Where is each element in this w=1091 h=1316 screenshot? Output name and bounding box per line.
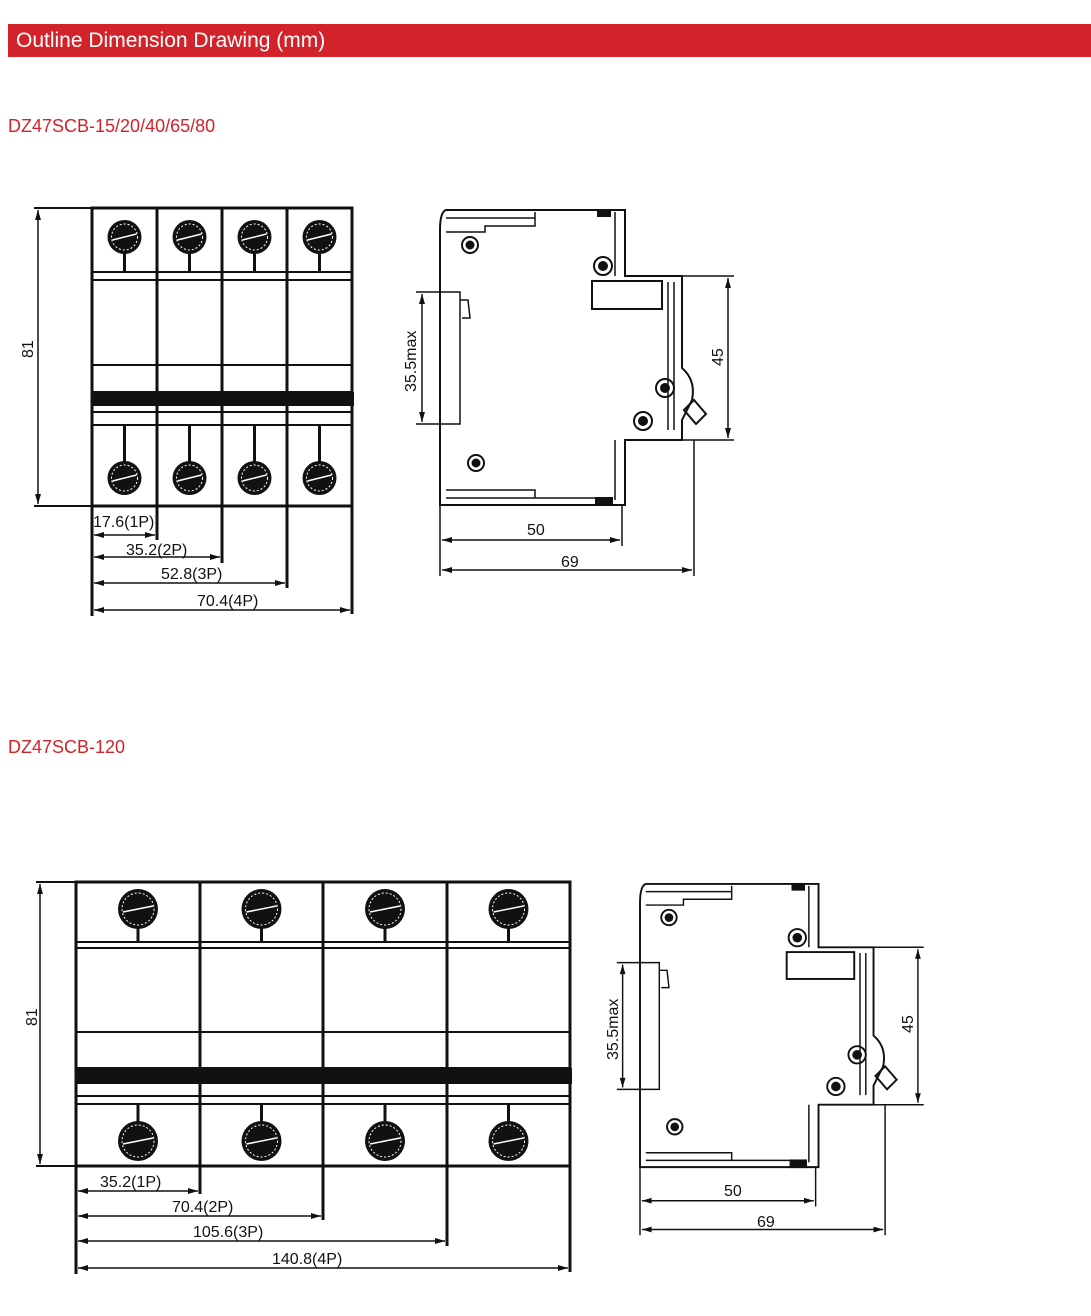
terminal-screw-icon [111, 464, 138, 492]
side-depth-total-label-1: 69 [561, 554, 579, 571]
front-width-4p-1: 70.4(4P) [197, 593, 258, 610]
front-view-1 [34, 206, 354, 616]
front-width-2p-1: 35.2(2P) [126, 542, 187, 559]
terminal-slot [369, 1137, 401, 1145]
terminal-screw-icon [306, 464, 333, 492]
front-width-3p-2: 105.6(3P) [193, 1224, 263, 1241]
terminal-screw-icon [492, 892, 525, 926]
front-width-2p-2: 70.4(2P) [172, 1199, 233, 1216]
terminal-screw-icon [368, 1124, 402, 1158]
terminal-slot [112, 233, 137, 241]
side-view-1 [416, 210, 734, 576]
terminal-screw-icon [241, 464, 268, 492]
terminal-slot [122, 905, 154, 913]
terminal-screw-icon [121, 892, 155, 926]
front-height-label-1: 81 [20, 340, 37, 358]
front-width-1p-2: 35.2(1P) [100, 1174, 161, 1191]
terminal-screw-icon [121, 1124, 155, 1158]
terminal-slot [307, 233, 332, 241]
side-depth-front-label-2: 50 [724, 1183, 742, 1200]
terminal-slot [112, 474, 137, 482]
front-width-4p-2: 140.8(4P) [272, 1251, 342, 1268]
terminal-screw-icon [245, 892, 278, 926]
side-depth-step-label-1: 45 [710, 348, 727, 366]
terminal-slot [177, 474, 202, 482]
side-depth-step-label-2: 45 [900, 1015, 917, 1033]
handle-bar [76, 1068, 572, 1084]
model-title-1: DZ47SCB-15/20/40/65/80 [8, 116, 216, 136]
terminal-slot [242, 233, 267, 241]
terminal-screw-icon [241, 223, 268, 251]
side-depth-total-label-2: 69 [757, 1214, 775, 1231]
terminal-slot [246, 905, 277, 913]
terminal-slot [369, 905, 401, 913]
header-title: Outline Dimension Drawing (mm) [16, 29, 326, 52]
terminal-screw-icon [306, 223, 333, 251]
terminal-screw-icon [245, 1124, 278, 1158]
terminal-screw-icon [176, 464, 203, 492]
terminal-slot [122, 1137, 154, 1145]
front-width-3p-1: 52.8(3P) [161, 566, 222, 583]
side-view-2 [617, 884, 924, 1235]
handle-bar [92, 392, 354, 406]
side-rail-label-1: 35.5max [403, 331, 420, 392]
terminal-slot [177, 233, 202, 241]
front-width-1p-1: 17.6(1P) [93, 514, 154, 531]
side-rail-label-2: 35.5max [605, 999, 622, 1060]
side-depth-front-label-1: 50 [527, 522, 545, 539]
terminal-slot [493, 905, 524, 913]
terminal-slot [242, 474, 267, 482]
terminal-slot [493, 1137, 524, 1145]
front-height-label-2: 81 [24, 1008, 41, 1026]
section-header: Outline Dimension Drawing (mm) [8, 24, 1091, 57]
terminal-screw-icon [176, 223, 203, 251]
terminal-slot [307, 474, 332, 482]
terminal-slot [246, 1137, 277, 1145]
terminal-screw-icon [111, 223, 138, 251]
model-title-2: DZ47SCB-120 [8, 737, 126, 757]
front-view-2 [36, 880, 572, 1274]
terminal-screw-icon [492, 1124, 525, 1158]
terminal-screw-icon [368, 892, 402, 926]
